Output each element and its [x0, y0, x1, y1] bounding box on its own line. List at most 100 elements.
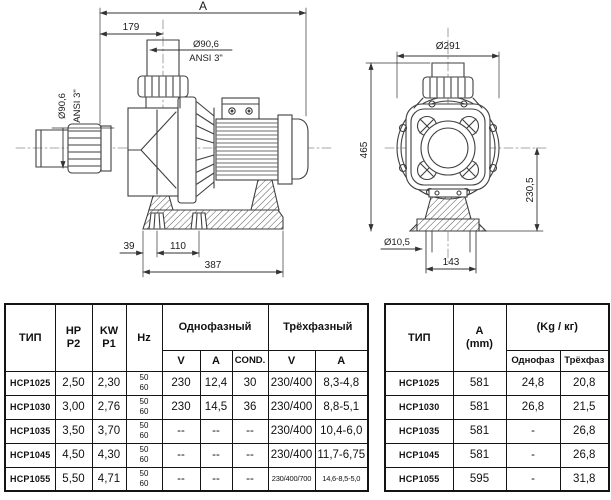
spec-header-three-phase: Трёхфазный — [267, 303, 369, 351]
spec-subheader-cond: COND. — [231, 349, 269, 372]
table-row: HCP1055 5,50 4,71 50 60 -- -- -- 230/400… — [4, 466, 369, 492]
spec-header-type: ТИП — [4, 303, 56, 372]
cell-v3: 230/400 — [267, 418, 316, 444]
cell-v3: 230/400 — [267, 442, 316, 468]
dim-label-top-port-diameter: Ø90,6 — [193, 39, 219, 50]
cell-cond: -- — [231, 442, 269, 468]
cell-a-mm: 581 — [452, 442, 507, 468]
cell-hp: 4,50 — [54, 442, 93, 468]
dim-label-39: 39 — [123, 241, 135, 252]
weight-subheader-single: Однофаз — [505, 349, 561, 372]
cell-weight-three: 21,5 — [559, 394, 610, 420]
cell-kw: 4,30 — [91, 442, 127, 468]
weight-table: ТИП A (mm) (Kg / кг) Однофаз Трёхфаз HCP… — [384, 303, 610, 492]
weight-header-kg: (Kg / кг) — [505, 303, 610, 351]
cell-a1: -- — [199, 418, 233, 444]
cell-cond: -- — [231, 466, 269, 492]
cell-hp: 3,50 — [54, 418, 93, 444]
side-union-port — [35, 123, 112, 174]
dim-label-side-port-standard: ANSI 3" — [72, 89, 83, 122]
spec-subheader-v3: V — [267, 349, 316, 372]
cell-kw: 2,76 — [91, 394, 127, 420]
table-row: HCP1045 581 - 26,8 — [384, 442, 610, 468]
cell-hz: 50 60 — [125, 370, 163, 396]
pump-base — [142, 179, 284, 230]
cell-weight-single: - — [505, 442, 561, 468]
dim-label-10-5: Ø10,5 — [384, 237, 410, 248]
cell-hp: 3,00 — [54, 394, 93, 420]
table-row: HCP1055 595 - 31,8 — [384, 466, 610, 492]
cell-v1: 230 — [161, 394, 201, 420]
motor — [213, 97, 309, 189]
cell-v1: 230 — [161, 370, 201, 396]
cell-type: HCP1035 — [384, 418, 454, 444]
cell-kw: 3,70 — [91, 418, 127, 444]
cell-weight-single: - — [505, 418, 561, 444]
cell-a1: -- — [199, 466, 233, 492]
cell-type: HCP1030 — [4, 394, 56, 420]
cell-hz: 50 60 — [125, 466, 163, 492]
cell-v3: 230/400/700 — [267, 466, 316, 492]
cell-type: HCP1045 — [4, 442, 56, 468]
cell-weight-single: 26,8 — [505, 394, 561, 420]
cell-weight-single: 24,8 — [505, 370, 561, 396]
pump-front-view-drawing: Ø291 465 230,5 Ø10,5 143 — [359, 27, 547, 274]
spec-header-single-phase: Однофазный — [161, 303, 269, 351]
cell-type: HCP1035 — [4, 418, 56, 444]
dim-label-465: 465 — [359, 141, 370, 158]
cell-type: HCP1045 — [384, 442, 454, 468]
front-base — [408, 196, 488, 232]
cell-a1: -- — [199, 442, 233, 468]
pump-side-view-drawing: A 179 Ø90,6 ANSI 3" Ø90,6 ANSI 3" 39 110… — [15, 0, 335, 278]
table-row: HCP1035 581 - 26,8 — [384, 418, 610, 444]
weight-subheader-three: Трёхфаз — [559, 349, 610, 372]
cell-weight-single: - — [505, 466, 561, 492]
cell-v1: -- — [161, 466, 201, 492]
cell-cond: 36 — [231, 394, 269, 420]
cell-hp: 5,50 — [54, 466, 93, 492]
cell-cond: 30 — [231, 370, 269, 396]
spec-subheader-a3: A — [314, 349, 369, 372]
dim-label-230-5: 230,5 — [525, 177, 536, 202]
top-union-port — [137, 39, 189, 109]
spec-header-hz: Hz — [125, 303, 163, 372]
cell-type: HCP1025 — [4, 370, 56, 396]
cell-a-mm: 581 — [452, 418, 507, 444]
anchor-slots — [425, 230, 477, 274]
dim-label-side-port-diameter: Ø90,6 — [57, 93, 68, 119]
front-pump-body — [396, 96, 500, 200]
cell-a3: 8,3-4,8 — [314, 370, 369, 396]
cell-a-mm: 581 — [452, 370, 507, 396]
cell-v3: 230/400 — [267, 370, 316, 396]
cell-weight-three: 26,8 — [559, 442, 610, 468]
cell-weight-three: 20,8 — [559, 370, 610, 396]
spec-table: ТИП HP P2 KW P1 Hz Однофазный Трёхфазный… — [4, 303, 370, 492]
front-top-union — [413, 62, 483, 109]
weight-header-type: ТИП — [384, 303, 454, 372]
spec-header-hp: HP P2 — [54, 303, 93, 372]
dim-label-143: 143 — [443, 257, 460, 268]
cell-kw: 4,71 — [91, 466, 127, 492]
dim-label-overall-length: A — [199, 0, 207, 13]
cell-a3: 11,7-6,75 — [314, 442, 369, 468]
table-row: HCP1035 3,50 3,70 50 60 -- -- -- 230/400… — [4, 418, 369, 444]
dim-label-top-port-standard: ANSI 3" — [189, 53, 222, 64]
cell-a1: 14,5 — [199, 394, 233, 420]
spec-subheader-a1: A — [199, 349, 233, 372]
cell-a1: 12,4 — [199, 370, 233, 396]
cell-hz: 50 60 — [125, 418, 163, 444]
table-row: HCP1045 4,50 4,30 50 60 -- -- -- 230/400… — [4, 442, 369, 468]
cell-type: HCP1025 — [384, 370, 454, 396]
cell-v1: -- — [161, 442, 201, 468]
table-row: HCP1025 581 24,8 20,8 — [384, 370, 610, 396]
cell-type: HCP1055 — [4, 466, 56, 492]
cell-cond: -- — [231, 418, 269, 444]
dim-label-387: 387 — [205, 260, 222, 271]
table-row: HCP1030 581 26,8 21,5 — [384, 394, 610, 420]
table-row: HCP1025 2,50 2,30 50 60 230 12,4 30 230/… — [4, 370, 369, 396]
cell-a-mm: 581 — [452, 394, 507, 420]
dim-label-179: 179 — [123, 22, 140, 33]
technical-drawing: A 179 Ø90,6 ANSI 3" Ø90,6 ANSI 3" 39 110… — [15, 0, 547, 278]
table-row: HCP1030 3,00 2,76 50 60 230 14,5 36 230/… — [4, 394, 369, 420]
